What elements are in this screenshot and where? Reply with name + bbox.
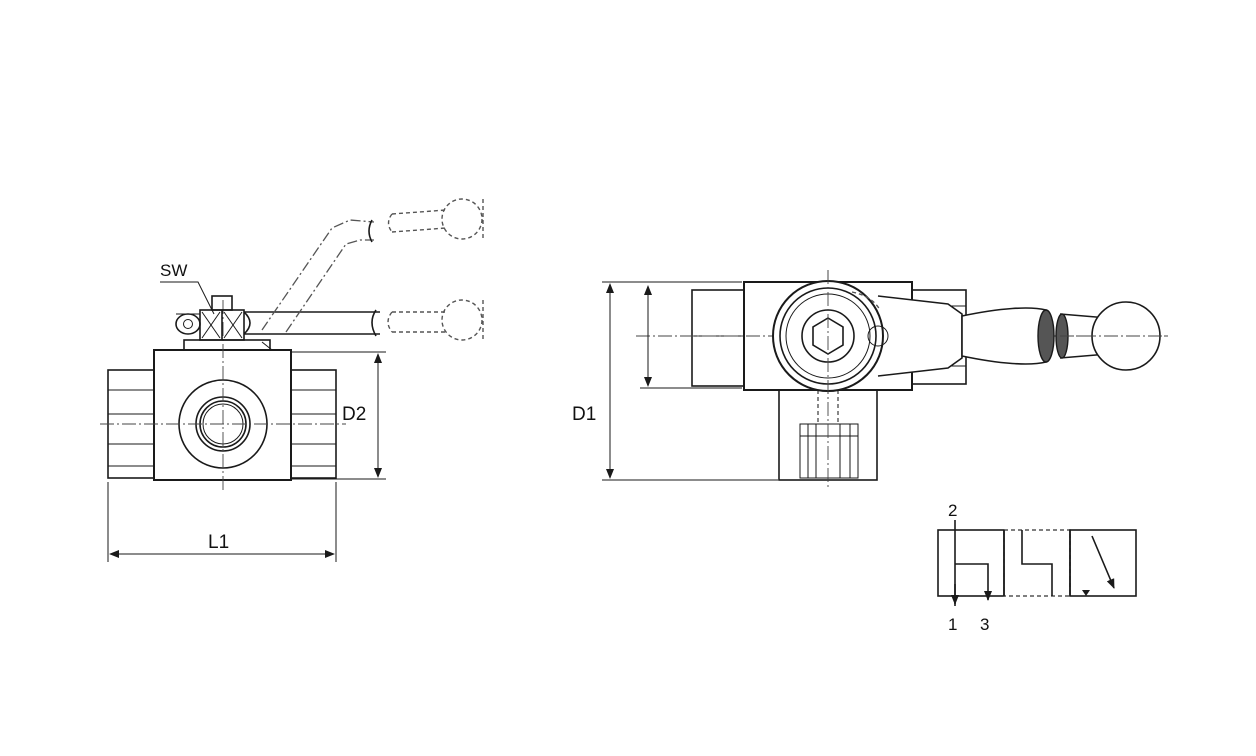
- dimension-l1-label: L1: [208, 532, 229, 553]
- stem-nut: [199, 295, 245, 341]
- valve-symbol: 2 1 3: [937, 501, 1137, 634]
- symbol-box-middle: [1003, 529, 1071, 597]
- dimension-d2-label: D2: [342, 404, 366, 425]
- side-left-port: [691, 289, 745, 387]
- symbol-port-1: 1: [948, 615, 957, 634]
- handle-eye: [175, 313, 201, 335]
- side-handle: [877, 295, 1168, 377]
- dimension-d1: D1: [572, 281, 778, 481]
- side-view: D1: [572, 270, 1168, 490]
- symbol-port-3: 3: [980, 615, 989, 634]
- front-valve-body: [153, 349, 292, 481]
- front-handle: [243, 299, 484, 341]
- dimension-port-height: [640, 285, 742, 389]
- dimension-l1: L1: [107, 482, 337, 562]
- dimension-d2: D2: [292, 351, 386, 480]
- front-view: SW: [100, 198, 484, 562]
- front-handle-raised: [261, 198, 484, 333]
- front-stem-collar: [183, 339, 271, 351]
- dimension-d1-label: D1: [572, 404, 596, 425]
- symbol-port-2: 2: [948, 501, 957, 520]
- side-stem: [772, 270, 889, 400]
- wrench-size-leader: [160, 281, 215, 315]
- symbol-box-left: [937, 529, 1005, 597]
- wrench-size-label: SW: [160, 261, 187, 280]
